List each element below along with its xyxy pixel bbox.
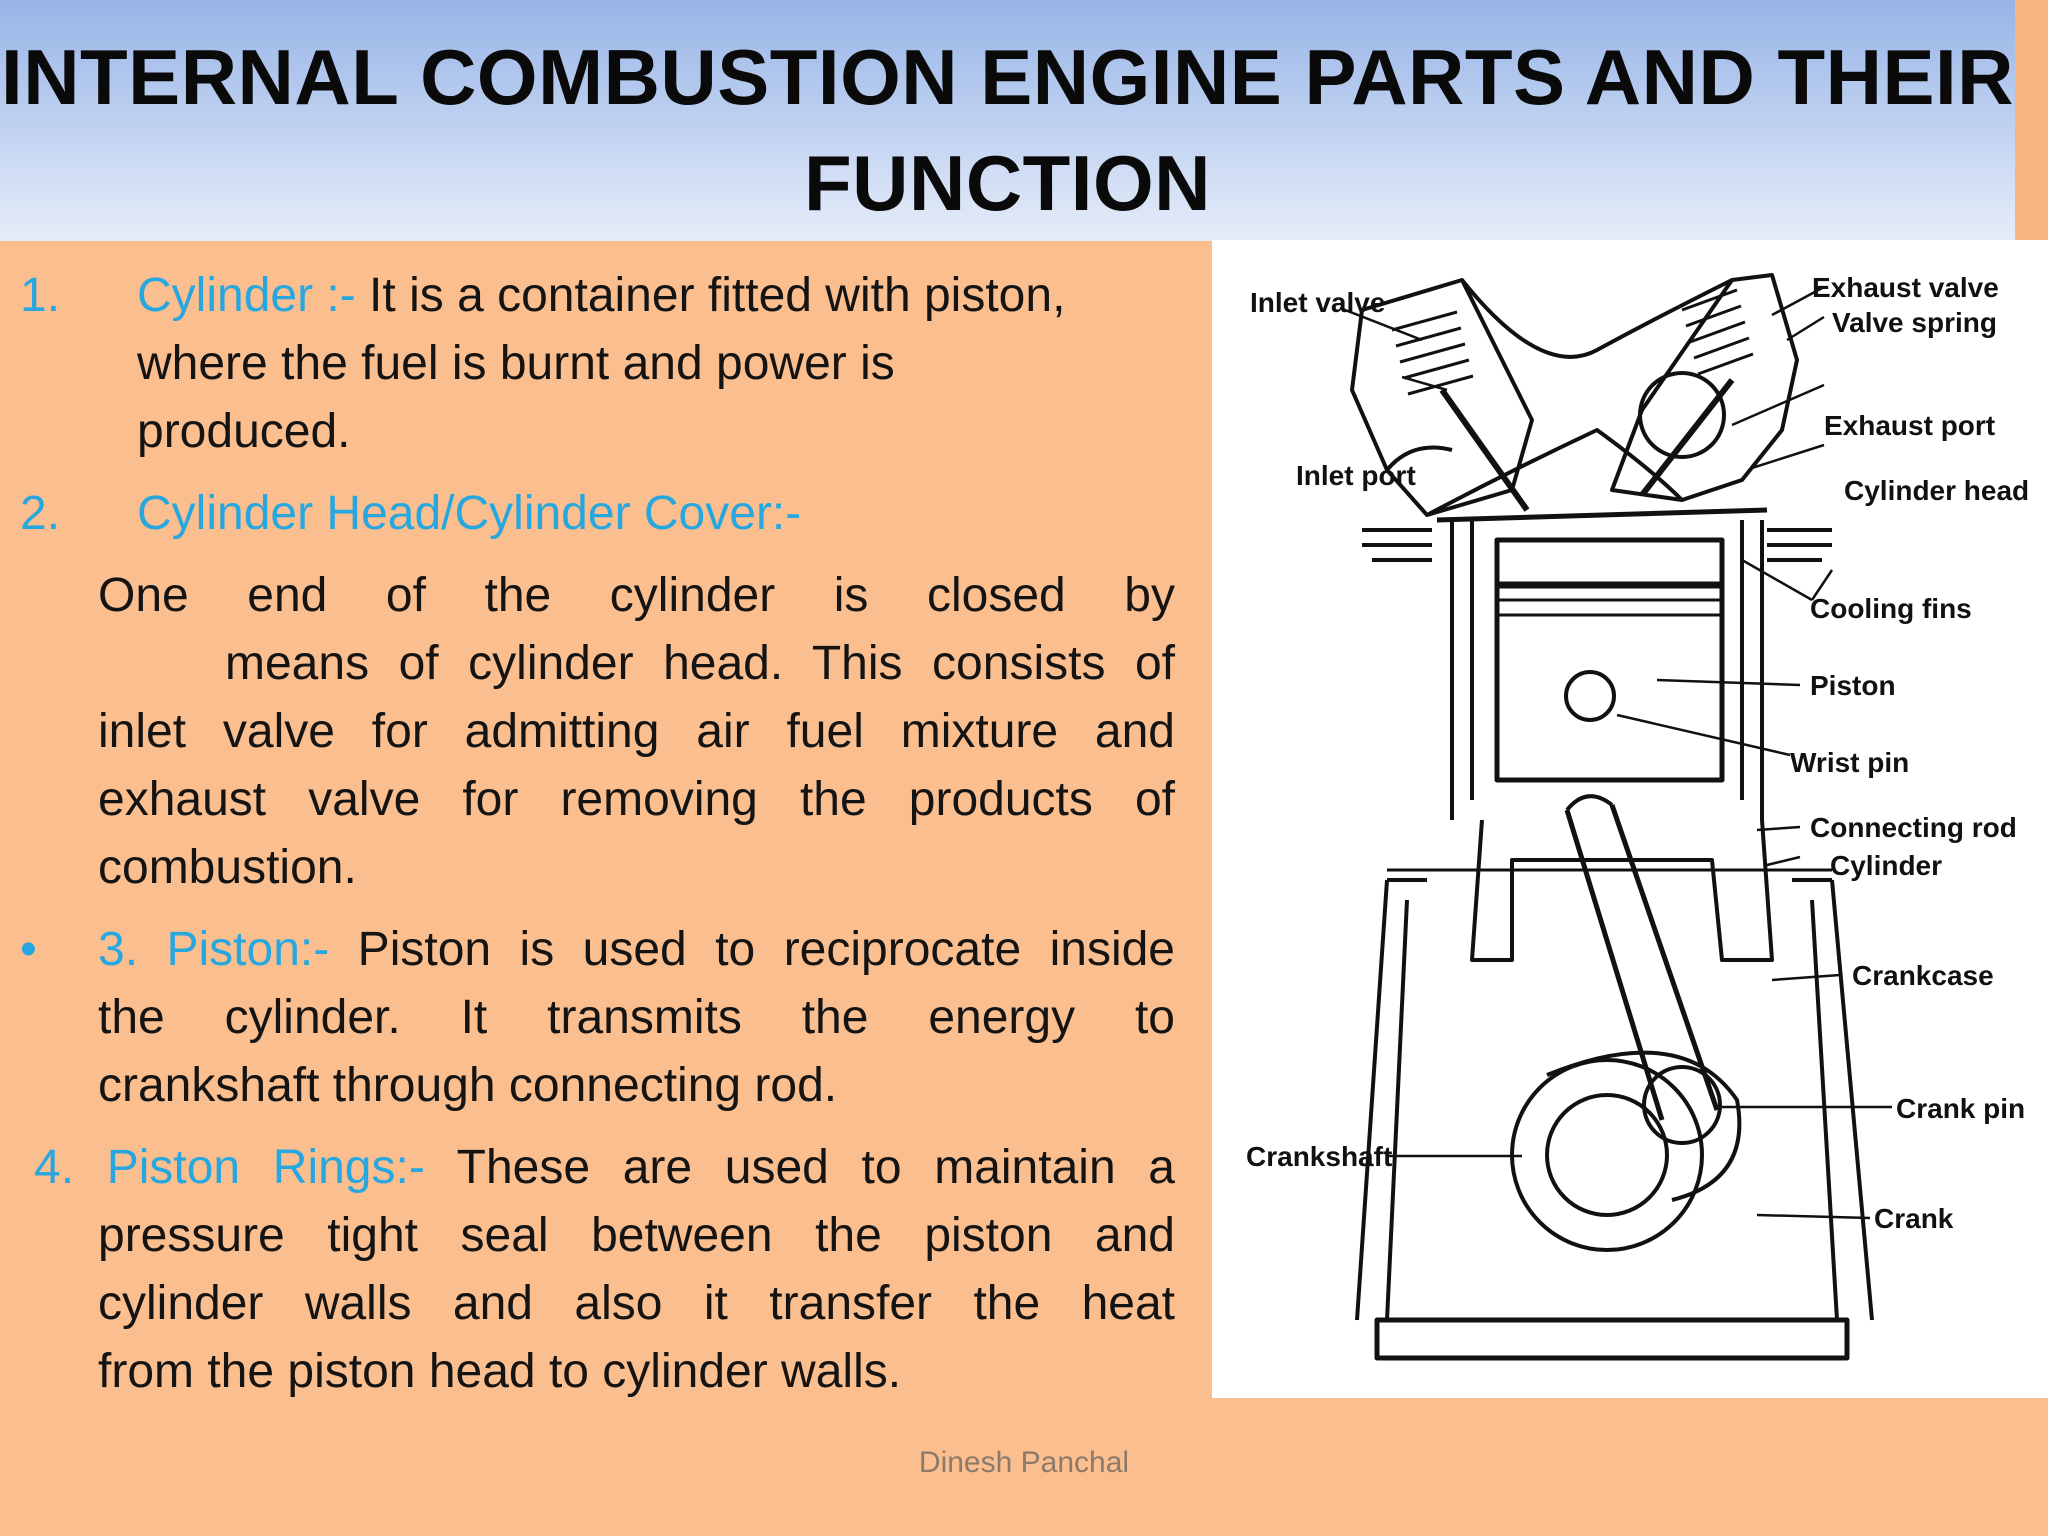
title-line-2: FUNCTION [804, 139, 1211, 227]
slide-body: 1. Cylinder :- It is a container fitted … [0, 262, 1175, 1406]
desc-line: inlet valve for admitting air fuel mixtu… [98, 705, 1175, 758]
desc-line: combustion. [98, 841, 357, 894]
label-exhaust-valve: Exhaust valve [1812, 272, 1999, 303]
term-piston-rings: 4. Piston Rings:- [34, 1141, 425, 1194]
label-exhaust-port: Exhaust port [1824, 410, 1995, 441]
exhaust-valve-housing [1610, 273, 1799, 502]
item-piston-rings: 4. Piston Rings:- These are used to main… [0, 1134, 1175, 1406]
engine-diagram-drawing: Inlet valve Exhaust valve Valve spring E… [1246, 272, 2029, 1361]
label-valve-spring: Valve spring [1832, 307, 1997, 338]
rings-line-4: from the piston head to cylinder walls. [98, 1345, 902, 1398]
item-number: 1. [20, 269, 61, 322]
label-inlet-port: Inlet port [1296, 460, 1416, 491]
desc-line: exhaust valve for removing the products … [98, 773, 1175, 826]
bullet-icon: • [20, 923, 37, 976]
desc-line: means of cylinder head. This consists of [225, 637, 1175, 690]
item-cylinder-head: 2. Cylinder Head/Cylinder Cover:- [0, 480, 1175, 548]
label-piston: Piston [1810, 670, 1896, 701]
term-cylinder: Cylinder :- [137, 269, 356, 322]
rings-text-a: These are used to maintain a [424, 1141, 1176, 1194]
cylinder-head-description: One end of the cylinder is closed by [98, 562, 1175, 630]
label-crankshaft: Crankshaft [1246, 1141, 1392, 1172]
desc-line-wrap: means of cylinder head. This consists of [225, 630, 1175, 698]
label-connecting-rod: Connecting rod [1810, 812, 2017, 843]
term-piston: 3. Piston:- [98, 923, 330, 976]
desc-line: One end of the cylinder is closed by [98, 569, 1175, 622]
cylinder-text-a: It is a container fitted with piston, [355, 269, 1066, 322]
piston-text-a: Piston is used to reciprocate inside [329, 923, 1176, 976]
head-top-curve [1460, 278, 1733, 359]
inlet-valve-housing [1350, 278, 1534, 517]
desc-line-wrap: inlet valve for admitting air fuel mixtu… [98, 698, 1175, 766]
desc-line-wrap: exhaust valve for removing the products … [98, 766, 1175, 834]
label-cylinder: Cylinder [1830, 850, 1942, 881]
slide-title: INTERNAL COMBUSTION ENGINE PARTS AND THE… [0, 24, 2015, 236]
label-cooling-fins: Cooling fins [1810, 593, 1972, 624]
desc-line-wrap: combustion. [98, 834, 1175, 902]
label-crank: Crank [1874, 1203, 1954, 1234]
piston-line-3: crankshaft through connecting rod. [98, 1059, 838, 1112]
item-cylinder: 1. Cylinder :- It is a container fitted … [0, 262, 1175, 466]
label-crankcase: Crankcase [1852, 960, 1994, 991]
label-cylinder-head: Cylinder head [1844, 475, 2029, 506]
item-piston: • 3. Piston:- Piston is used to reciproc… [0, 916, 1175, 1120]
label-crank-pin: Crank pin [1896, 1093, 2025, 1124]
slide-footer: Dinesh Panchal [918, 1446, 1130, 1479]
title-line-1: INTERNAL COMBUSTION ENGINE PARTS AND THE… [1, 33, 2014, 121]
item-number: 2. [20, 487, 61, 540]
label-inlet-valve: Inlet valve [1250, 287, 1385, 318]
title-band: INTERNAL COMBUSTION ENGINE PARTS AND THE… [0, 0, 2015, 241]
label-wrist-pin: Wrist pin [1790, 747, 1909, 778]
term-cylinder-head: Cylinder Head/Cylinder Cover:- [137, 487, 802, 540]
title-right-strip [2015, 0, 2048, 241]
piston-line-2: the cylinder. It transmits the energy to [98, 991, 1175, 1044]
cylinder-text-b: where the fuel is burnt and power is [137, 337, 895, 390]
cylinder-text-c: produced. [137, 405, 351, 458]
rings-line-2: pressure tight seal between the piston a… [98, 1209, 1175, 1262]
rings-line-3: cylinder walls and also it transfer the … [98, 1277, 1175, 1330]
engine-diagram: Inlet valve Exhaust valve Valve spring E… [1212, 240, 2048, 1398]
